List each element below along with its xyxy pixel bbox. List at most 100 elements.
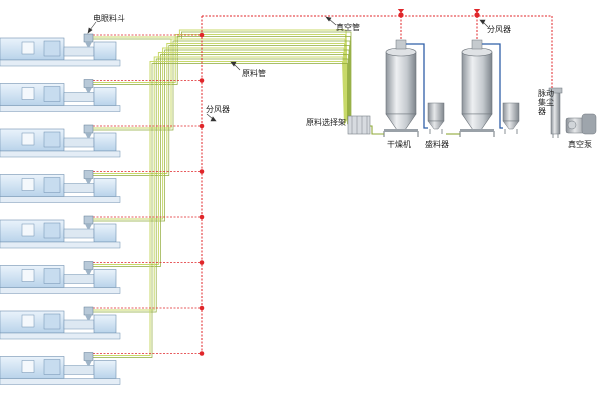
vacuum-trunk bbox=[202, 15, 553, 88]
material-pipe bbox=[93, 45, 350, 176]
red-droplet-valve-icon bbox=[199, 123, 205, 129]
machine-panel bbox=[21, 269, 35, 282]
label-storage-bin: 盛料器 bbox=[425, 139, 449, 149]
hopper-icon bbox=[83, 215, 94, 225]
vacuum-pipe-network bbox=[93, 16, 205, 356]
machine-barrel bbox=[63, 319, 95, 330]
machine-door bbox=[43, 86, 61, 102]
hopper-icon bbox=[83, 306, 94, 316]
machine-panel bbox=[21, 41, 35, 55]
machine-unit bbox=[93, 41, 117, 61]
hopper-cone bbox=[85, 133, 92, 138]
label-splitter-left: 分风器 bbox=[206, 105, 230, 114]
material-pipe bbox=[93, 36, 351, 119]
hopper-cone bbox=[85, 269, 92, 275]
red-droplet-valve-icon bbox=[199, 351, 205, 356]
machine-door bbox=[43, 268, 61, 284]
machine-door bbox=[43, 359, 61, 375]
machine-panel bbox=[21, 178, 35, 191]
material-pipe bbox=[93, 40, 351, 131]
machine-barrel bbox=[63, 274, 95, 284]
material-pipe bbox=[93, 34, 348, 119]
machine-base bbox=[0, 196, 121, 203]
injection-machine bbox=[0, 352, 121, 385]
dryer-silo-2 bbox=[459, 39, 495, 137]
storage-bin-2 bbox=[502, 102, 520, 134]
label-dryer: 干燥机 bbox=[387, 139, 411, 149]
injection-machine bbox=[0, 79, 121, 112]
machine-unit bbox=[93, 132, 117, 152]
hopper-cone bbox=[85, 42, 92, 47]
vacuum-pump bbox=[565, 113, 597, 135]
machine-panel bbox=[21, 223, 35, 237]
machine-barrel bbox=[63, 46, 95, 57]
machine-base bbox=[0, 59, 121, 67]
machine-panel bbox=[21, 360, 35, 373]
label-leaders bbox=[87, 16, 489, 122]
storage-bin-1 bbox=[427, 102, 445, 134]
machine-base bbox=[0, 332, 121, 340]
material-pipe bbox=[93, 38, 348, 129]
red-droplet-valve-icon bbox=[199, 78, 205, 83]
label-pulse-dust-collector: 脉动集尘器 bbox=[538, 88, 554, 116]
machine-base bbox=[0, 378, 121, 385]
dryer-silo-1 bbox=[383, 39, 419, 137]
machine-barrel bbox=[63, 365, 95, 375]
machine-unit bbox=[93, 178, 117, 197]
red-droplet-valve-icon bbox=[199, 305, 205, 311]
machine-panel bbox=[21, 132, 35, 146]
material-pipe bbox=[93, 43, 347, 174]
label-material-pipe: 原料管 bbox=[242, 68, 266, 78]
material-pipe bbox=[93, 54, 349, 267]
hopper-icon bbox=[83, 261, 94, 270]
hopper-icon bbox=[83, 33, 94, 43]
injection-machine-column bbox=[0, 33, 121, 385]
material-pipe bbox=[93, 63, 348, 358]
material-pipe bbox=[93, 52, 346, 265]
label-hopper: 电眼料斗 bbox=[93, 13, 125, 23]
red-droplet-valve-icon bbox=[199, 32, 205, 38]
machine-panel bbox=[21, 314, 35, 328]
machine-barrel bbox=[63, 228, 95, 239]
machine-panel bbox=[21, 87, 35, 100]
machine-door bbox=[43, 131, 61, 148]
machine-barrel bbox=[63, 137, 95, 148]
label-vacuum-pipe: 真空管 bbox=[336, 22, 360, 32]
machine-door bbox=[43, 313, 61, 330]
injection-machine bbox=[0, 170, 121, 203]
hopper-icon bbox=[83, 170, 94, 179]
machine-unit bbox=[93, 223, 117, 243]
machine-base bbox=[0, 150, 121, 158]
machine-door bbox=[43, 177, 61, 193]
injection-machine bbox=[0, 215, 121, 249]
red-droplet-valve-icon bbox=[397, 9, 405, 18]
label-splitter-right: 分风器 bbox=[487, 25, 511, 34]
machine-unit bbox=[93, 314, 117, 334]
material-pipe bbox=[93, 47, 347, 220]
material-pipe bbox=[93, 31, 352, 118]
machine-unit bbox=[93, 269, 117, 288]
pulse-dust-collector bbox=[548, 87, 563, 138]
hopper-cone bbox=[85, 87, 92, 93]
material-pipe bbox=[93, 56, 346, 311]
machine-unit bbox=[93, 87, 117, 106]
machine-barrel bbox=[63, 92, 95, 102]
machine-unit bbox=[93, 360, 117, 379]
red-droplet-valve-icon bbox=[199, 169, 205, 174]
machine-base bbox=[0, 287, 121, 294]
hopper-cone bbox=[85, 315, 92, 320]
red-droplet-valve-icon bbox=[199, 260, 205, 265]
material-pipe bbox=[93, 58, 349, 313]
machine-door bbox=[43, 40, 61, 57]
machine-door bbox=[43, 222, 61, 239]
machine-base bbox=[0, 241, 121, 249]
hopper-icon bbox=[83, 352, 94, 361]
material-pipe bbox=[93, 61, 345, 356]
injection-machine bbox=[0, 124, 121, 158]
hopper-cone bbox=[85, 224, 92, 229]
hopper-icon bbox=[83, 124, 94, 134]
hopper-cone bbox=[85, 178, 92, 184]
red-droplet-valve-icon bbox=[199, 214, 205, 220]
blue-return-lines bbox=[406, 43, 503, 129]
